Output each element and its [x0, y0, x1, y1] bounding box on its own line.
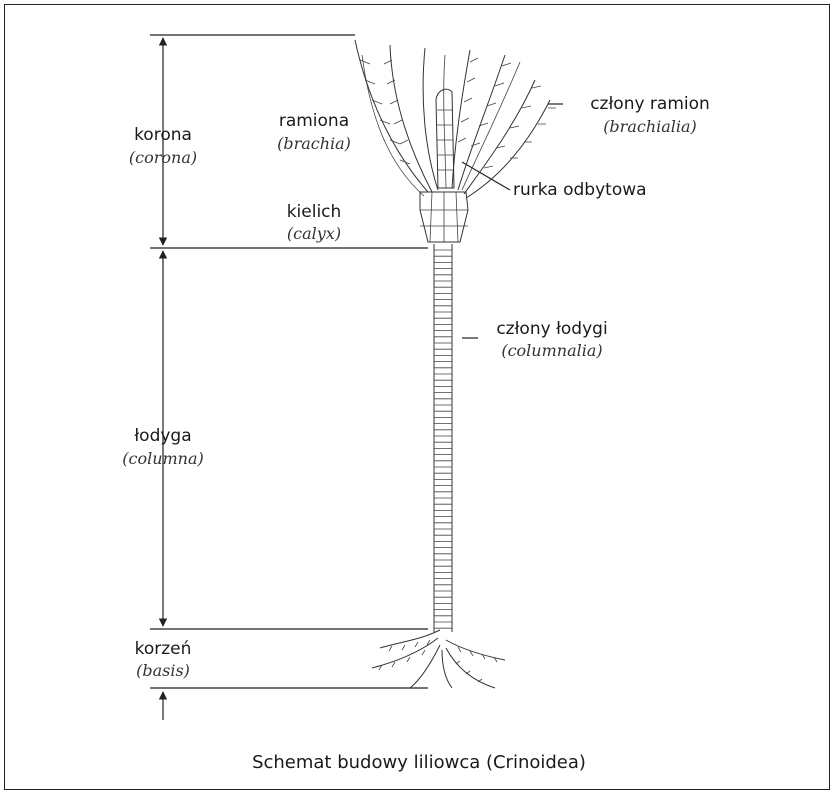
- root-drawing: [372, 630, 505, 688]
- label-ramiona: ramiona: [279, 111, 349, 131]
- caption: Schemat budowy liliowca (Crinoidea): [252, 752, 586, 773]
- label-czlony-lodygi: człony łodygi: [496, 319, 607, 339]
- label-kielich-latin: (calyx): [287, 224, 341, 243]
- label-czlony-ramion-latin: (brachialia): [603, 117, 697, 136]
- label-lodyga-latin: (columna): [122, 449, 204, 468]
- label-ramiona-latin: (brachia): [277, 134, 351, 153]
- crown-arms-drawing: [355, 40, 556, 198]
- calyx-drawing: [420, 192, 468, 242]
- label-korona-latin: (corona): [129, 148, 197, 167]
- label-kielich: kielich: [287, 202, 342, 222]
- label-rurka-odbytowa: rurka odbytowa: [513, 180, 647, 200]
- leader-lines: [462, 104, 563, 338]
- label-czlony-ramion: człony ramion: [590, 94, 710, 114]
- label-lodyga: łodyga: [134, 426, 191, 446]
- stem-drawing: [434, 244, 452, 632]
- label-korzen: korzeń: [135, 639, 192, 659]
- label-czlony-lodygi-latin: (columnalia): [501, 341, 602, 360]
- label-korzen-latin: (basis): [136, 661, 190, 680]
- label-korona: korona: [134, 125, 192, 145]
